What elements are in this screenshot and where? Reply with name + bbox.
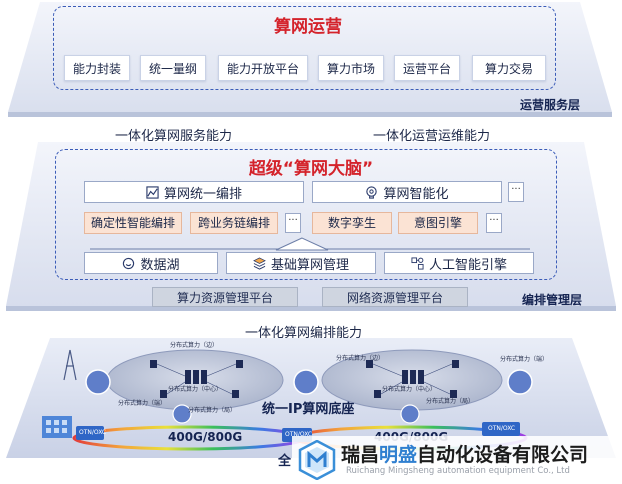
caption-service-capability: 一体化算网服务能力 xyxy=(115,129,233,144)
otn-right-label: OTN/OXC xyxy=(488,425,516,432)
top-layer-platform xyxy=(8,2,612,117)
company-name-en: Ruichang Mingsheng automation equipment … xyxy=(346,466,570,476)
data-lake-label: 数据湖 xyxy=(140,257,180,273)
watermark-banner xyxy=(292,436,622,484)
basic-management-box: 基础算网管理 xyxy=(226,252,376,274)
top-dashed-frame xyxy=(53,6,556,90)
top-item-3: 算力市场 xyxy=(318,55,384,81)
bandwidth-left-label: 400G/800G xyxy=(168,430,243,444)
cluster-label-local-left: 分布式算力（局） xyxy=(188,407,237,414)
unified-orchestration-box: 算网统一编排 xyxy=(84,181,304,203)
caption-ops-capability: 一体化运营运维能力 xyxy=(373,129,491,144)
network-resource-platform: 网络资源管理平台 xyxy=(322,287,468,307)
top-item-4: 运营平台 xyxy=(394,55,460,81)
chart-icon xyxy=(146,185,159,199)
top-item-5: 算力交易 xyxy=(472,55,546,81)
deterministic-orchestration-box: 确定性智能编排 xyxy=(84,212,182,234)
cluster-label-edge-right: 分布式算力（边） xyxy=(336,355,385,362)
brain-head-icon xyxy=(366,185,378,199)
company-logo-icon xyxy=(298,440,336,480)
ai-engine-label: 人工智能引擎 xyxy=(428,257,507,273)
top-item-1: 统一量纲 xyxy=(140,55,206,81)
cluster-label-center-right: 分布式算力（中心） xyxy=(382,386,437,393)
layers-icon xyxy=(253,257,266,270)
middle-layer-title: 超级“算网大脑” xyxy=(248,159,374,179)
top-layer-title: 算网运营 xyxy=(274,17,342,37)
top-item-2: 能力开放平台 xyxy=(218,55,308,81)
row2-more-box-right: ··· xyxy=(486,213,502,233)
otn-left-label: OTN/OXC xyxy=(79,429,107,436)
company-name-suffix: 自动化设备有限公司 xyxy=(417,444,589,466)
cluster-label-local-right: 分布式算力（局） xyxy=(426,398,475,405)
company-name-prefix: 瑞昌 xyxy=(341,444,380,466)
cluster-label-end-right: 分布式算力（端） xyxy=(500,356,549,363)
intent-engine-box: 意图引擎 xyxy=(398,212,478,234)
partial-text-char: 全 xyxy=(278,454,292,469)
row2-more-box-left: ··· xyxy=(285,213,301,233)
company-name-brand: 明盛 xyxy=(379,444,418,466)
ai-engine-box: 人工智能引擎 xyxy=(384,252,534,274)
digital-twin-box: 数字孪生 xyxy=(312,212,392,234)
connector-triangle xyxy=(90,237,530,251)
cluster-label-center-left: 分布式算力（中心） xyxy=(168,386,223,393)
smile-face-icon xyxy=(123,257,135,269)
middle-dashed-frame xyxy=(55,149,557,280)
intelligence-box: 算网智能化 xyxy=(312,181,502,203)
ip-base-label: 统一IP算网底座 xyxy=(262,402,355,417)
unified-orchestration-label: 算网统一编排 xyxy=(163,186,242,202)
middle-layer-label: 编排管理层 xyxy=(522,293,583,307)
top-layer-label: 运营服务层 xyxy=(520,98,581,112)
data-lake-box: 数据湖 xyxy=(84,252,218,274)
cluster-label-end-left: 分布式算力（端） xyxy=(118,400,167,407)
caption-orchestration-capability: 一体化算网编排能力 xyxy=(245,326,363,341)
network-base-diagram xyxy=(6,338,616,458)
nodes-icon xyxy=(411,256,424,270)
company-name-cn: 瑞昌明盛自动化设备有限公司 xyxy=(341,440,588,467)
top-item-0: 能力封装 xyxy=(64,55,130,81)
basic-management-label: 基础算网管理 xyxy=(270,257,349,273)
cross-chain-orchestration-box: 跨业务链编排 xyxy=(190,212,278,234)
compute-resource-platform: 算力资源管理平台 xyxy=(152,287,298,307)
row1-more-box: ··· xyxy=(508,182,524,202)
intelligence-label: 算网智能化 xyxy=(383,186,449,202)
cluster-label-edge-left: 分布式算力（边） xyxy=(170,342,219,349)
otn-mid-label: OTN/OXC xyxy=(285,431,313,438)
